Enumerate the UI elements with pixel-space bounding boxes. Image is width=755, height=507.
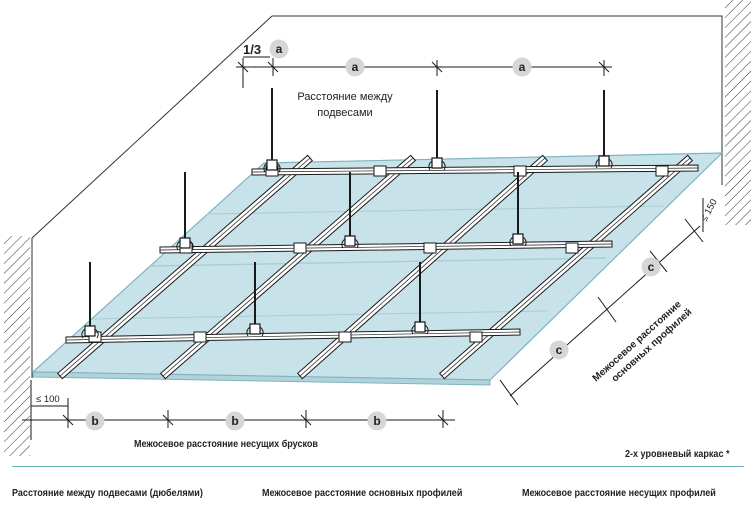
hanger [428,90,446,171]
le150-label: ≤ 150 [699,197,720,223]
svg-text:c: c [556,343,563,357]
gypsum-board [31,152,724,386]
svg-text:a: a [352,60,359,74]
bearing-spacing-label: Межосевое расстояние несущих брусков [134,438,318,450]
badge-c-1: c [641,257,661,277]
third-label: 1/3 [243,42,261,57]
hanger [411,262,429,335]
badge-b-3: b [367,411,387,431]
main-profile [65,328,521,344]
connector-clip [293,242,307,254]
connector-clip [469,331,483,343]
main-profile [159,240,613,254]
hanger-spacing-label-line2: подвесами [317,107,372,119]
left-wall-hatch [4,236,30,456]
svg-text:c: c [648,260,655,274]
hanger [595,90,613,169]
main-profile [251,164,699,176]
bearing-profile [438,154,694,380]
bearing-profiles [56,154,694,380]
hanger [246,262,264,337]
hanger [509,172,527,247]
legend-separator [12,466,744,467]
legend-hanger-spacing: Расстояние между подвесами (дюбелями) [12,487,203,499]
hangers [81,88,613,339]
connector-clip [338,331,352,343]
le100-label: ≤ 100 [36,394,60,405]
connector-clip [193,331,207,343]
badge-b-1: b [85,411,105,431]
hanger [341,172,359,249]
room-walls [31,15,723,378]
badge-a-1: a [345,57,365,77]
hanger [176,172,194,251]
connector-clip [565,242,579,254]
svg-text:b: b [91,414,98,428]
hanger [263,88,281,173]
hanger [81,262,99,339]
svg-text:a: a [276,42,283,56]
legend-bearing-spacing: Межосевое расстояние несущих профилей [522,487,716,499]
dimension-line-a [236,58,612,88]
hanger-spacing-label-line1: Расстояние между [297,91,393,103]
third-marker: 1/3 [243,42,270,58]
svg-text:a: a [519,60,526,74]
legend-main-spacing: Межосевое расстояние основных профилей [262,487,463,499]
svg-text:b: b [373,414,380,428]
connector-clip [513,165,527,177]
svg-text:b: b [231,414,238,428]
dimension-line-b [22,380,455,440]
connector-clip [373,165,387,177]
badge-b-2: b [225,411,245,431]
badge-c-2: c [549,340,569,360]
frame-note: 2-х уровневый каркас * [625,448,730,460]
connector-clip [655,165,669,177]
svg-text:основных профилей: основных профилей [609,306,694,384]
main-spacing-label: Межосевое расстояние основных профилей [591,299,695,385]
badge-a-2: a [512,57,532,77]
right-wall-hatch [725,0,751,225]
connector-clip [423,242,437,254]
badge-a-top: a [269,39,289,59]
